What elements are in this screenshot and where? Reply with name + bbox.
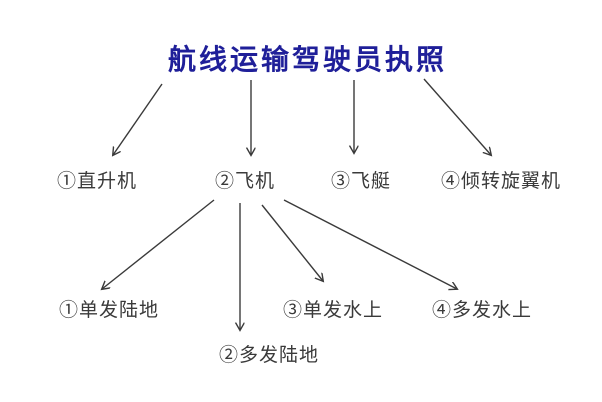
node-helicopter: ①直升机 <box>57 171 138 192</box>
node-airship: ③飞艇 <box>331 171 392 192</box>
arrow-airplane-to-single-engine-land <box>102 199 215 289</box>
diagram-title: 航线运输驾驶员执照 <box>168 45 448 76</box>
node-multi-engine-sea: ④多发水上 <box>432 300 533 321</box>
node-multi-engine-land: ②多发陆地 <box>219 345 320 366</box>
node-single-engine-land: ①单发陆地 <box>59 300 160 321</box>
node-airplane: ②飞机 <box>215 171 276 192</box>
node-single-engine-sea: ③单发水上 <box>283 300 384 321</box>
arrow-root-to-tiltrotor <box>423 78 491 155</box>
arrow-root-to-helicopter <box>113 83 163 155</box>
arrow-airplane-to-single-engine-sea <box>261 204 323 281</box>
node-tiltrotor: ④倾转旋翼机 <box>441 171 562 192</box>
arrow-airplane-to-multi-engine-sea <box>283 199 457 289</box>
